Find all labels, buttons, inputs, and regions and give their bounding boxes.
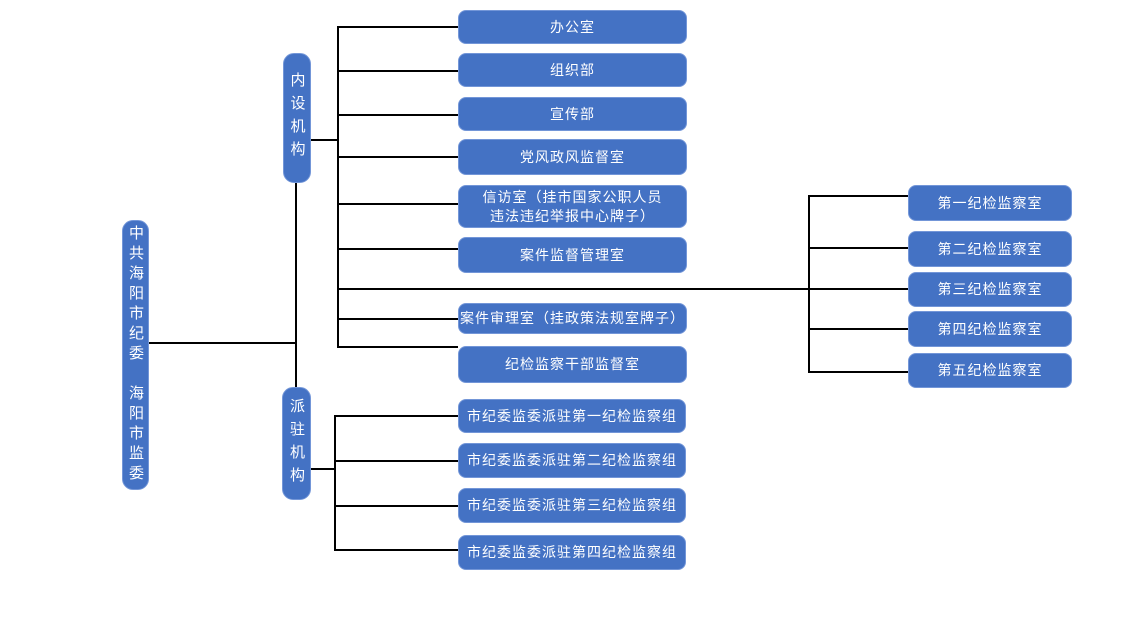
discipline-office-node-1: 第一纪检监察室 <box>908 185 1072 221</box>
connector-branch-to-discipline-trunk <box>339 288 908 290</box>
connector-branch <box>336 415 458 417</box>
connector-dispatched-group-to-trunk <box>311 468 336 470</box>
internal-org-node-organization-dept: 组织部 <box>458 53 687 87</box>
connector-branch <box>336 460 458 462</box>
dispatched-group-node-2: 市纪委监委派驻第二纪检监察组 <box>458 443 686 478</box>
internal-orgs-group-node: 内设机构 <box>283 53 311 183</box>
connector-branch <box>339 248 458 250</box>
node-label: 市纪委监委派驻第四纪检监察组 <box>467 544 677 560</box>
connector-branch <box>808 247 908 249</box>
connector-internal-group-to-trunk <box>309 139 339 141</box>
node-label: 党风政风监督室 <box>520 148 625 165</box>
node-label: 第二纪检监察室 <box>937 240 1043 257</box>
node-label: 宣传部 <box>550 105 595 122</box>
dispatched-orgs-group-label: 派驻机构 <box>288 397 305 490</box>
node-label: 第三纪检监察室 <box>937 281 1043 297</box>
internal-org-node-publicity-dept: 宣传部 <box>458 97 687 131</box>
internal-org-node-cadre-supervision: 纪检监察干部监督室 <box>458 346 687 383</box>
connector-branch <box>339 156 458 158</box>
connector-branch <box>808 328 908 330</box>
node-label: 信访室（挂市国家公职人员 违法违纪举报中心牌子） <box>482 188 663 224</box>
internal-org-node-case-review: 案件审理室（挂政策法规室牌子） <box>458 303 687 334</box>
dispatched-group-node-3: 市纪委监委派驻第三纪检监察组 <box>458 488 686 523</box>
connector-branch <box>339 70 458 72</box>
node-label: 案件监督管理室 <box>520 246 625 263</box>
internal-orgs-group-label: 内设机构 <box>288 72 306 164</box>
internal-org-node-case-supervision: 案件监督管理室 <box>458 237 687 273</box>
connector-dispatched-trunk <box>334 415 336 551</box>
connector-branch <box>339 318 458 320</box>
discipline-office-node-5: 第五纪检监察室 <box>908 353 1072 388</box>
node-label: 组织部 <box>550 61 595 78</box>
node-label: 第四纪检监察室 <box>937 320 1043 337</box>
internal-org-node-petition-office: 信访室（挂市国家公职人员 违法违纪举报中心牌子） <box>458 185 687 228</box>
node-label: 市纪委监委派驻第一纪检监察组 <box>467 407 677 424</box>
connector-branch <box>339 203 458 205</box>
root-node: 中共海阳市纪委 海阳市监委 <box>122 220 149 490</box>
connector-root-to-spine <box>149 342 296 344</box>
connector-branch <box>339 26 458 28</box>
connector-branch <box>808 371 908 373</box>
connector-discipline-trunk <box>808 195 810 373</box>
internal-org-node-conduct-supervision: 党风政风监督室 <box>458 139 687 175</box>
node-label: 市纪委监委派驻第二纪检监察组 <box>467 452 677 468</box>
node-label: 办公室 <box>550 18 595 35</box>
connector-branch <box>336 505 458 507</box>
connector-branch <box>808 195 908 197</box>
node-label: 案件审理室（挂政策法规室牌子） <box>460 310 685 326</box>
discipline-office-node-3: 第三纪检监察室 <box>908 272 1072 307</box>
discipline-office-node-2: 第二纪检监察室 <box>908 231 1072 267</box>
node-label: 纪检监察干部监督室 <box>505 356 640 372</box>
node-label: 第一纪检监察室 <box>937 194 1043 211</box>
dispatched-orgs-group-node: 派驻机构 <box>282 387 311 500</box>
node-label: 市纪委监委派驻第三纪检监察组 <box>467 497 677 513</box>
internal-org-node-office: 办公室 <box>458 10 687 44</box>
connector-groups-spine <box>295 182 297 388</box>
root-node-label: 中共海阳市纪委 海阳市监委 <box>127 225 144 485</box>
discipline-office-node-4: 第四纪检监察室 <box>908 311 1072 347</box>
connector-branch <box>336 549 458 551</box>
dispatched-group-node-1: 市纪委监委派驻第一纪检监察组 <box>458 399 686 433</box>
node-label: 第五纪检监察室 <box>937 362 1043 378</box>
dispatched-group-node-4: 市纪委监委派驻第四纪检监察组 <box>458 535 686 570</box>
connector-internal-trunk <box>337 26 339 348</box>
connector-branch <box>339 346 458 348</box>
connector-branch <box>339 114 458 116</box>
